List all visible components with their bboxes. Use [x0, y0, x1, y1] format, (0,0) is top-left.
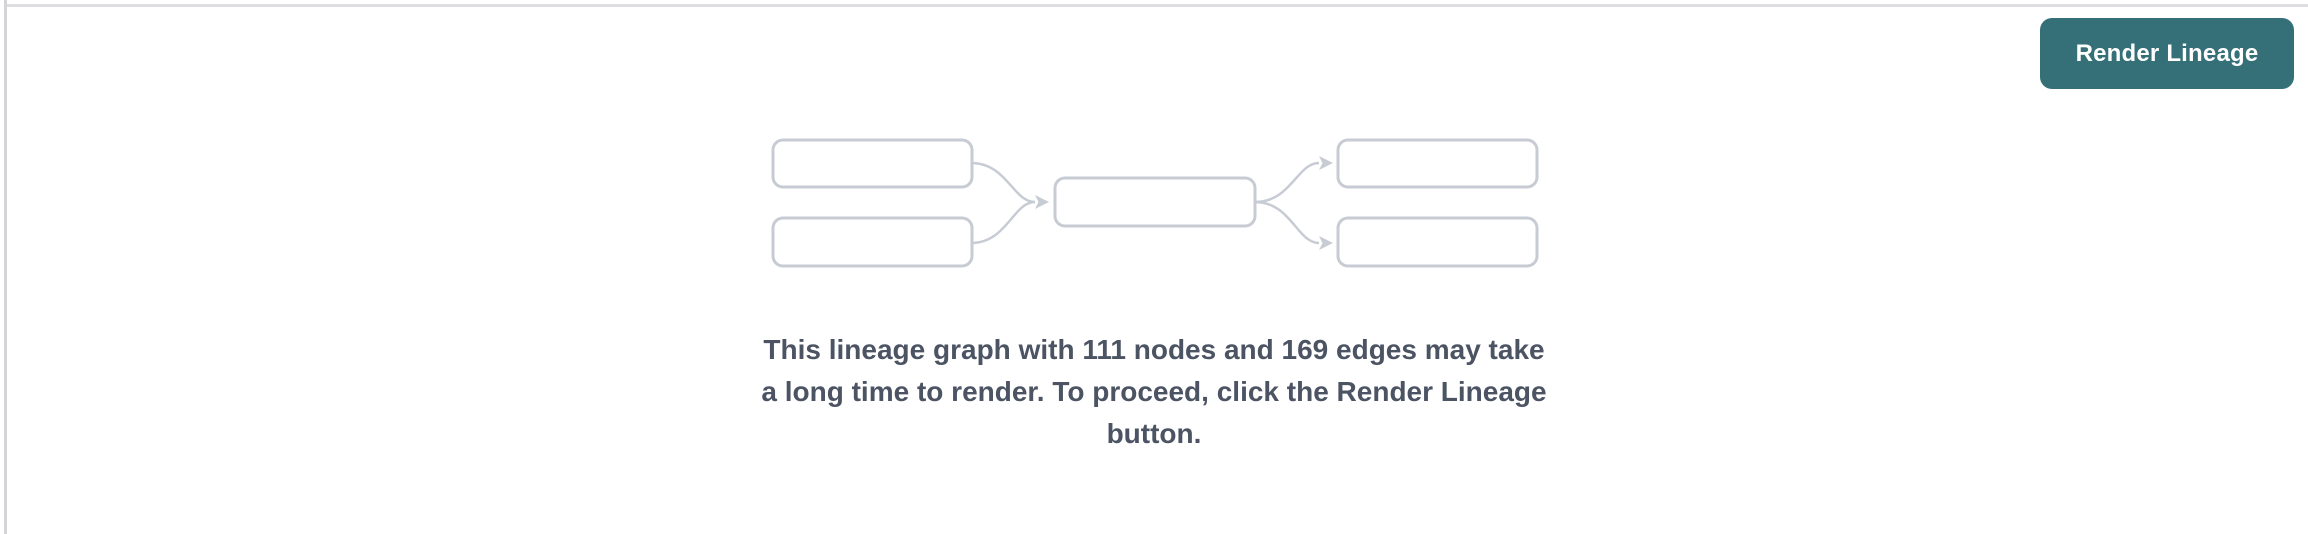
render-warning-line-2: a long time to render. To proceed, click…	[761, 376, 1547, 407]
lineage-placeholder-illustration	[771, 138, 1539, 268]
edge-left-top-to-middle	[970, 161, 1049, 209]
render-warning-line-1: This lineage graph with 111 nodes and 16…	[763, 334, 1545, 365]
panel-top-divider	[4, 4, 2308, 7]
placeholder-node-left-top	[771, 138, 974, 189]
panel-left-divider	[4, 0, 7, 534]
edge-middle-to-right-top	[1254, 156, 1333, 204]
edge-left-bottom-to-middle	[970, 200, 1036, 245]
render-warning-message: This lineage graph with 111 nodes and 16…	[0, 329, 2308, 455]
placeholder-node-middle	[1053, 176, 1257, 228]
edge-middle-to-right-bottom	[1254, 200, 1333, 250]
render-lineage-button[interactable]: Render Lineage	[2040, 18, 2294, 89]
placeholder-node-right-bottom	[1336, 216, 1539, 268]
placeholder-node-right-top	[1336, 138, 1539, 189]
render-warning-line-3: button.	[1106, 418, 1202, 449]
placeholder-node-left-bottom	[771, 216, 974, 268]
